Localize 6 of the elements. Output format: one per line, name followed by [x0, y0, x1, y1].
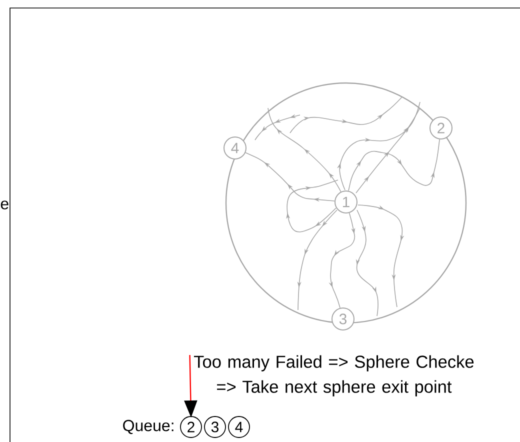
note-text: Too many Failed => Sphere Checke => Take next sphere exit point — [194, 355, 474, 396]
sphere-circle — [225, 82, 467, 324]
path-arrow — [245, 152, 335, 202]
path-arrow — [348, 139, 440, 192]
queue-label: Queue: — [123, 420, 174, 434]
cut-text: e — [0, 200, 8, 210]
